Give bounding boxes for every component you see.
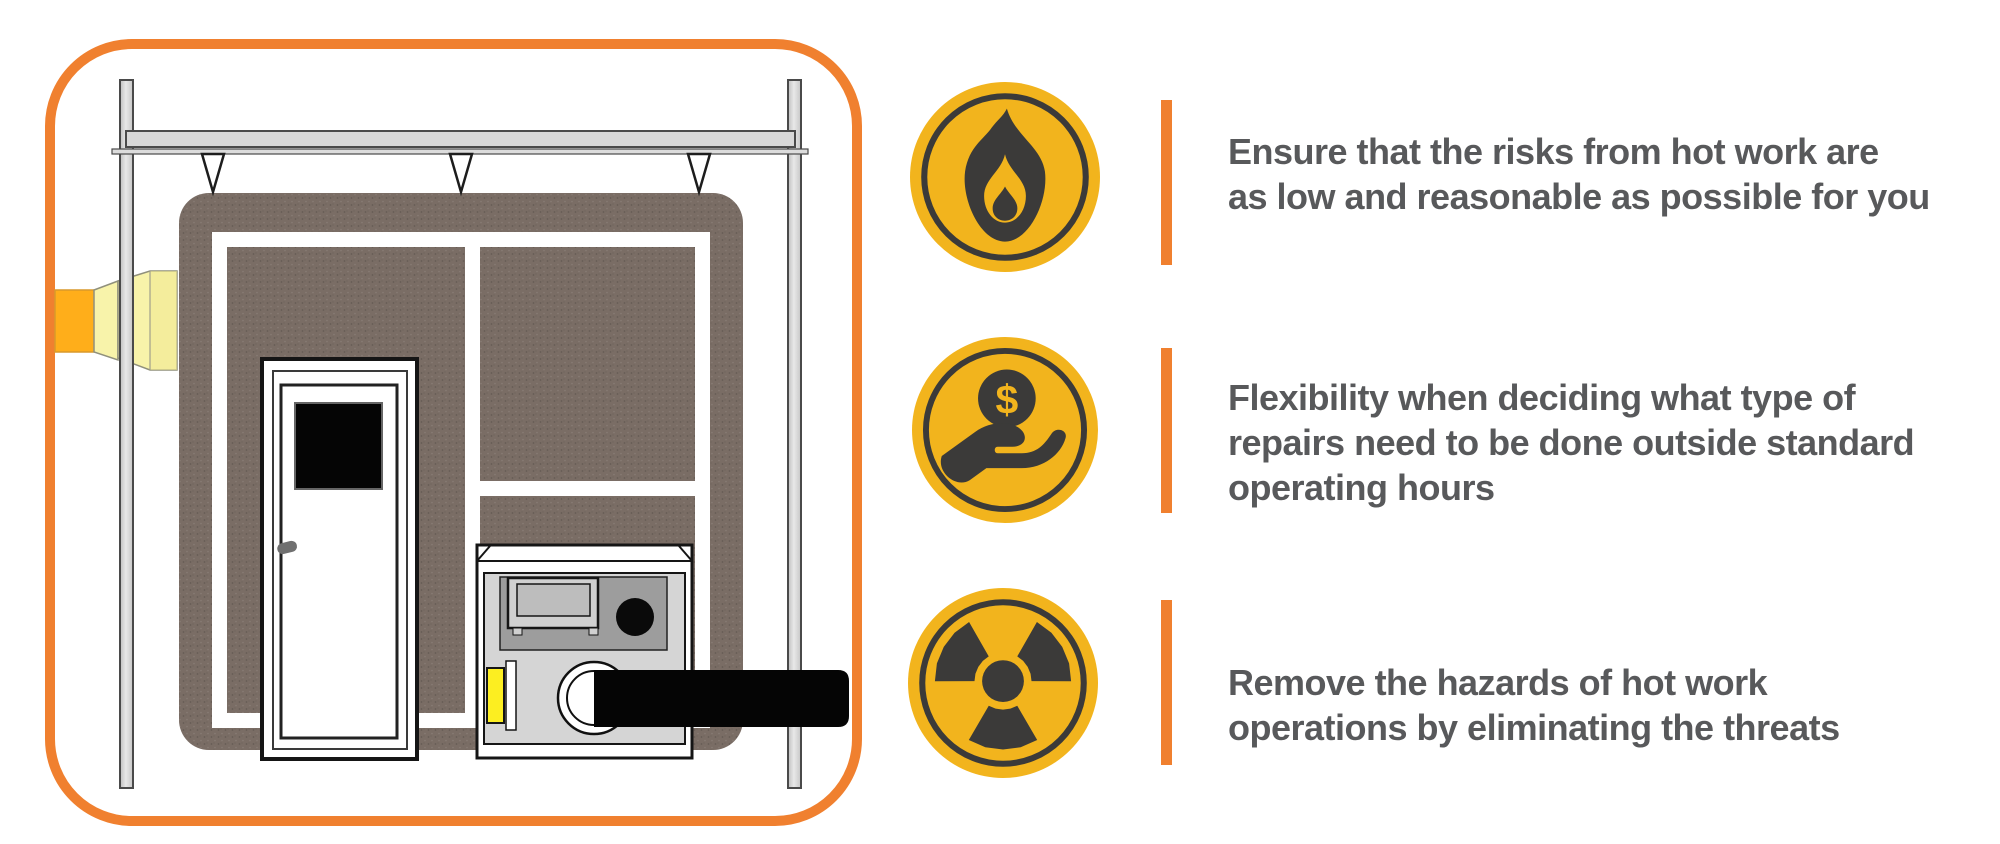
feature-item-hazards: Remove the hazards of hot work operation…: [908, 588, 2000, 844]
valve-strip: [505, 660, 517, 731]
feature-line: Remove the hazards of hot work: [1228, 662, 1768, 703]
screen-foot: [588, 627, 599, 636]
valve-yellow: [486, 667, 505, 724]
screen-foot: [512, 627, 523, 636]
feature-text: Remove the hazards of hot work operation…: [1228, 660, 1968, 750]
feature-line: operations by eliminating the threats: [1228, 707, 1840, 748]
svg-text:$: $: [995, 376, 1018, 422]
door-window: [294, 402, 383, 490]
dollar-hand-icon: $: [912, 337, 1098, 523]
ceiling-beam: [125, 130, 796, 148]
divider-bar: [1161, 100, 1172, 265]
feature-text: Flexibility when deciding what type of r…: [1228, 375, 1968, 510]
furnace-screen: [516, 583, 591, 617]
feature-item-flexibility: $ Flexibility when deciding what type of…: [910, 334, 2000, 594]
divider-bar: [1161, 600, 1172, 765]
feature-item-risks: Ensure that the risks from hot work are …: [910, 82, 2000, 342]
feature-line: repairs need to be done outside standard: [1228, 422, 1915, 463]
flame-icon: [910, 82, 1100, 272]
feature-line: operating hours: [1228, 467, 1495, 508]
exhaust-pipe: [594, 670, 849, 727]
feature-text: Ensure that the risks from hot work are …: [1228, 129, 1968, 219]
feature-line: Flexibility when deciding what type of: [1228, 377, 1856, 418]
door-handle: [277, 540, 297, 555]
hanger-hook: [448, 152, 474, 197]
radiation-icon: [908, 588, 1098, 778]
furnace: [475, 543, 849, 760]
divider-bar: [1161, 348, 1172, 513]
support-post-left: [119, 79, 134, 789]
hanger-hook: [200, 152, 226, 197]
feature-line: as low and reasonable as possible for yo…: [1228, 176, 1930, 217]
white-frame: [212, 232, 710, 728]
support-post-right: [787, 79, 802, 789]
door: [260, 357, 419, 761]
furnace-knob: [616, 598, 654, 636]
hanger-hook: [686, 152, 712, 197]
feature-line: Ensure that the risks from hot work are: [1228, 131, 1879, 172]
hanger-hooks: [200, 152, 712, 197]
